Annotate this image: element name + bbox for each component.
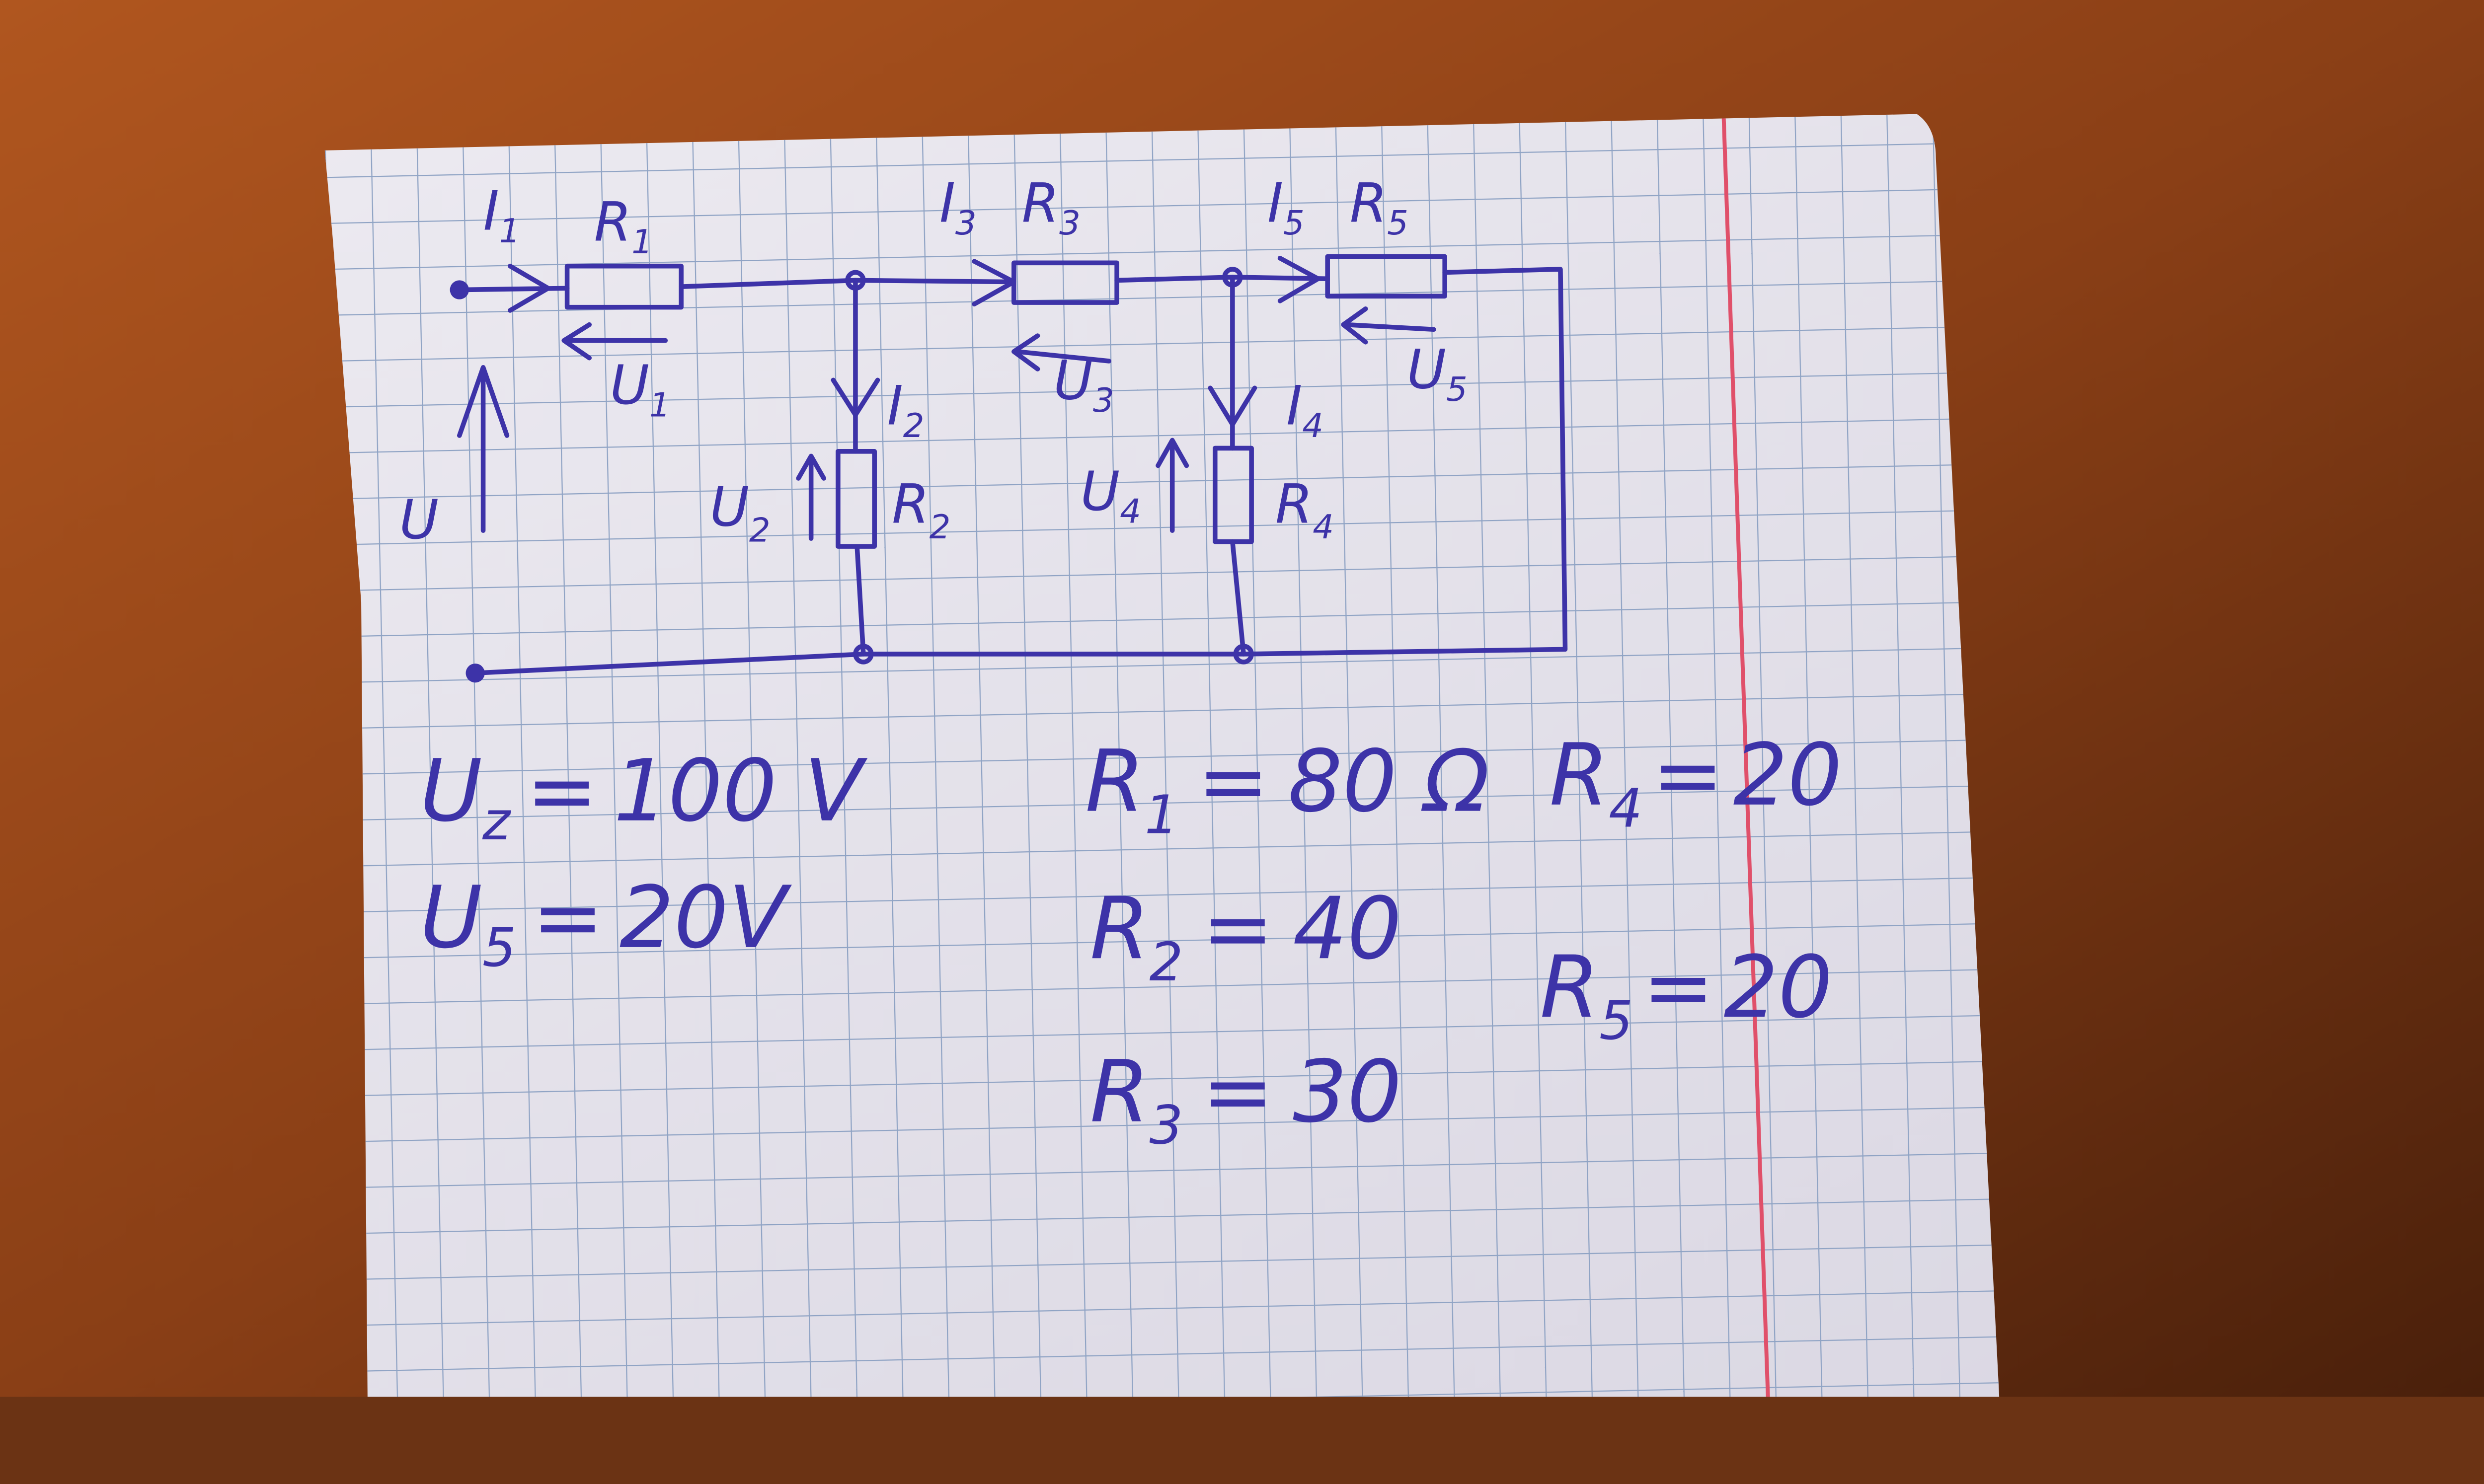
node-1 bbox=[845, 270, 866, 291]
given-u5: U5=20V bbox=[420, 868, 792, 979]
wire-branch-r2 bbox=[853, 278, 866, 657]
label-u5: U5 bbox=[1407, 338, 1468, 409]
voltage-arrow-u1 bbox=[561, 322, 668, 361]
label-r1: R1 bbox=[594, 191, 653, 262]
given-r3: R3=30 bbox=[1090, 1042, 1401, 1157]
label-r3: R3 bbox=[1022, 171, 1081, 242]
given-r4: R4=20 bbox=[1550, 725, 1842, 840]
label-i4: I4 bbox=[1286, 374, 1323, 445]
current-arrow-i3 bbox=[972, 259, 1016, 307]
resistor-r1-symbol bbox=[564, 263, 684, 310]
voltage-arrow-u5 bbox=[1341, 306, 1436, 345]
label-i1: I1 bbox=[483, 179, 521, 250]
voltage-arrow-u4 bbox=[1156, 438, 1189, 533]
terminal-bottom bbox=[466, 664, 485, 683]
given-uz: Uz=100 V bbox=[420, 741, 868, 852]
resistor-r2-symbol bbox=[836, 449, 877, 549]
label-source-u: U bbox=[399, 488, 439, 551]
current-arrow-i4 bbox=[1208, 385, 1257, 427]
label-u2: U2 bbox=[710, 476, 771, 550]
given-r2: R2=40 bbox=[1090, 879, 1401, 993]
current-arrow-i2 bbox=[831, 377, 880, 418]
notebook-page bbox=[324, 114, 2000, 1397]
label-i5: I5 bbox=[1267, 171, 1305, 242]
wire-branch-r4 bbox=[1230, 275, 1246, 657]
voltage-arrow-u2 bbox=[796, 453, 826, 541]
label-r4: R4 bbox=[1275, 472, 1334, 546]
given-values: Uz=100 V U5=20V R1=80 Ω R2=40 R3=30 R4=2… bbox=[420, 725, 1842, 1156]
node-4 bbox=[1233, 644, 1254, 665]
label-i3: I3 bbox=[939, 171, 977, 242]
label-u3: U3 bbox=[1054, 349, 1114, 420]
current-arrow-i5 bbox=[1277, 255, 1320, 303]
notebook-photo: I1 I2 I3 I4 I5 R1 R2 R3 R4 R5 U1 U2 U3 U… bbox=[0, 0, 2484, 1397]
terminal-top bbox=[450, 280, 469, 299]
given-r5: R5=20 bbox=[1540, 937, 1832, 1052]
current-arrow-i1 bbox=[508, 263, 551, 313]
label-u1: U1 bbox=[610, 354, 671, 425]
voltage-arrow-u bbox=[457, 365, 510, 533]
given-r1: R1=80 Ω bbox=[1085, 732, 1489, 846]
resistor-r5-symbol bbox=[1325, 254, 1447, 299]
node-2 bbox=[1222, 267, 1243, 288]
label-u4: U4 bbox=[1081, 460, 1141, 531]
label-i2: I2 bbox=[887, 374, 925, 445]
label-r2: R2 bbox=[892, 472, 950, 546]
resistor-r4-symbol bbox=[1213, 445, 1254, 544]
label-r5: R5 bbox=[1350, 171, 1408, 242]
voltage-arrow-u3 bbox=[1011, 333, 1111, 371]
node-3 bbox=[853, 644, 874, 665]
circuit-diagram bbox=[450, 254, 1568, 683]
margin-line bbox=[1721, 114, 1770, 1397]
